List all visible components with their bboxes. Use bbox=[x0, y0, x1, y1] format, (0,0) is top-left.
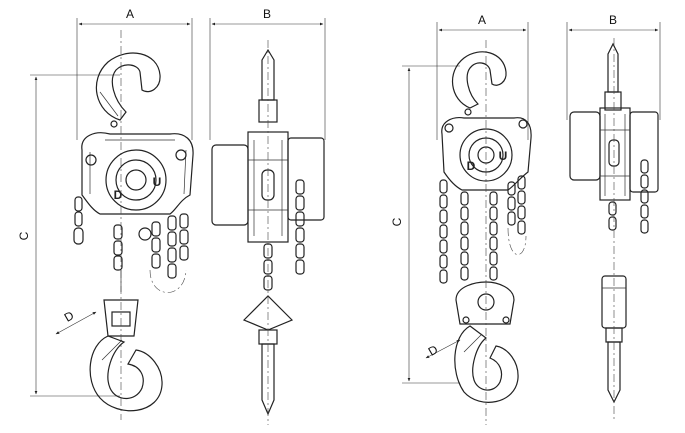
fig2-dim-a-label: A bbox=[478, 13, 486, 27]
fig1-handwheel-inner bbox=[115, 159, 157, 201]
fig1-dim-a-label: A bbox=[126, 7, 134, 21]
fig2-hand-chain-mid bbox=[460, 191, 469, 281]
fig1-side-view: B bbox=[209, 7, 326, 425]
fig2-hand-chain-left bbox=[439, 179, 448, 284]
fig1-side-hand-chain bbox=[295, 179, 305, 275]
fig1-top-hook-pin bbox=[110, 120, 118, 128]
fig1-mark-u: U bbox=[153, 175, 162, 189]
fig1-handwheel-outer bbox=[105, 149, 167, 211]
fig1-bottom-block bbox=[103, 299, 139, 337]
fig2-bottom-block-bolt-left bbox=[462, 316, 470, 324]
fig2-side-bottom-hook bbox=[607, 341, 621, 404]
fig1-front-view: A C D U bbox=[17, 7, 194, 420]
fig1-dim-b-label: B bbox=[263, 7, 271, 21]
fig2-hand-chain-right bbox=[507, 175, 526, 235]
fig2-side-frame bbox=[599, 107, 631, 201]
fig2-bottom-block bbox=[455, 281, 515, 325]
fig1-hand-chain-slack bbox=[149, 269, 187, 293]
fig2-front-view: A C D U bbox=[390, 13, 532, 425]
fig2-mark-u: U bbox=[499, 149, 508, 163]
fig2-dim-d-line bbox=[425, 339, 461, 359]
fig1-hand-chain-loop bbox=[151, 213, 189, 279]
fig1-side-bottom-block bbox=[242, 295, 294, 331]
fig2-side-view: B bbox=[566, 13, 661, 420]
fig2-hand-chain-slack bbox=[507, 227, 527, 255]
fig2-dim-d-label: D bbox=[426, 342, 441, 359]
fig1-bottom-hook bbox=[89, 335, 163, 412]
fig2-side-frame-details bbox=[600, 114, 630, 196]
fig1-mark-d: D bbox=[114, 188, 123, 202]
fig2-side-cover-left bbox=[569, 111, 601, 181]
fig1-chain-guide bbox=[138, 227, 152, 241]
fig2-bottom-hook bbox=[454, 325, 519, 403]
fig1-hand-chain-mid bbox=[113, 224, 123, 271]
fig2-side-load-chain bbox=[608, 201, 617, 231]
fig1-side-bottom-hook bbox=[261, 343, 275, 416]
fig1-top-hook bbox=[95, 52, 161, 121]
fig1-side-frame-details bbox=[248, 140, 288, 236]
fig1-body-side-lines bbox=[89, 149, 187, 195]
fig1-body-bolt-right bbox=[175, 149, 187, 161]
fig2-dim-c-label: C bbox=[390, 217, 404, 226]
fig2-side-top-hook bbox=[607, 42, 619, 93]
fig1-body-bolt-left bbox=[85, 154, 97, 166]
fig2-top-hook bbox=[451, 51, 507, 109]
fig2-body-bolt-right bbox=[518, 119, 528, 129]
fig2-side-hand-chain bbox=[640, 159, 649, 234]
fig2-side-cover-right bbox=[629, 111, 659, 193]
fig1-side-top-hook bbox=[261, 48, 275, 101]
fig2-side-top-shackle bbox=[604, 91, 622, 111]
fig1-side-cover-left bbox=[211, 144, 249, 226]
fig1-side-cover-right bbox=[287, 137, 325, 221]
fig2-load-chain bbox=[489, 191, 498, 281]
fig1-hoist-body bbox=[81, 132, 194, 215]
fig2-dim-b-label: B bbox=[609, 13, 617, 27]
fig1-dim-d-line bbox=[55, 311, 97, 335]
fig2-bottom-block-sheave bbox=[477, 293, 495, 311]
fig2-body-bolt-left bbox=[444, 123, 454, 133]
fig1-hand-chain-left bbox=[73, 196, 84, 245]
fig1-top-hook-latch bbox=[99, 91, 119, 117]
fig1-handwheel-hub bbox=[125, 169, 147, 191]
fig2-hoist-body bbox=[441, 117, 532, 191]
fig2-bottom-block-bolt-right bbox=[502, 316, 510, 324]
fig1-dim-d-label: D bbox=[62, 308, 77, 325]
fig1-dim-c-label: C bbox=[17, 231, 31, 240]
fig1-bottom-hook-latch bbox=[101, 339, 123, 361]
fig2-mark-d: D bbox=[467, 159, 476, 173]
fig2-bottom-hook-latch bbox=[463, 333, 483, 353]
fig2-top-hook-pin bbox=[464, 108, 472, 116]
